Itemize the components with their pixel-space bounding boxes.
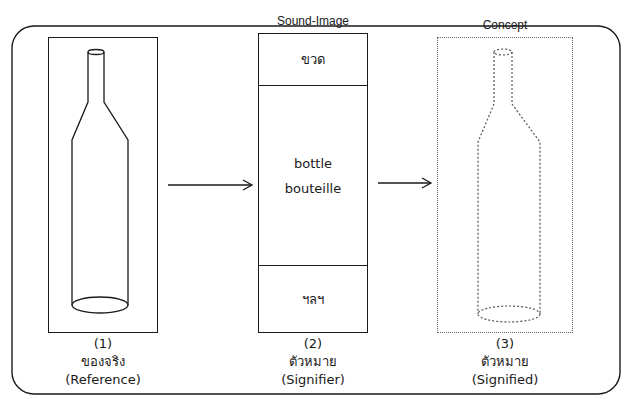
caption-group: (1)ของจริง(Reference)	[9, 335, 197, 389]
box-heading: Concept	[408, 18, 602, 32]
box-caption: (1)	[9, 335, 197, 353]
signifier-band: bottle bouteille	[259, 85, 367, 265]
arrow-head	[422, 178, 431, 188]
box-caption: (3)	[398, 335, 612, 353]
band-text: bottle bouteille	[277, 151, 349, 201]
connector-arrow	[168, 184, 252, 185]
band-text: ฯลฯ	[277, 287, 349, 312]
box-caption: (Signified)	[398, 371, 612, 389]
box-caption: (Signifier)	[219, 371, 407, 389]
connector-arrow	[378, 182, 431, 183]
box-caption: (2)	[219, 335, 407, 353]
box-caption: ของจริง	[9, 353, 197, 371]
box-caption: ตัวหมาย	[219, 353, 407, 371]
box-caption: ตัวหมาย	[398, 353, 612, 371]
box-heading: Sound-Image	[229, 14, 397, 28]
arrow-head	[243, 180, 252, 190]
caption-group: (3)ตัวหมาย(Signified)	[398, 335, 612, 389]
sign-box: Sound-Image(2)ตัวหมาย(Signifier)ขวดbottl…	[258, 33, 368, 333]
sign-box: (1)ของจริง(Reference)	[48, 37, 158, 333]
signifier-band: ขวด	[259, 34, 367, 85]
sign-box: Concept(3)ตัวหมาย(Signified)	[437, 37, 573, 333]
box-caption: (Reference)	[9, 371, 197, 389]
caption-group: (2)ตัวหมาย(Signifier)	[219, 335, 407, 389]
concept-bottle	[478, 49, 540, 322]
bottle-drawing	[72, 50, 128, 314]
band-text: ขวด	[277, 47, 349, 72]
signifier-band: ฯลฯ	[259, 265, 367, 332]
